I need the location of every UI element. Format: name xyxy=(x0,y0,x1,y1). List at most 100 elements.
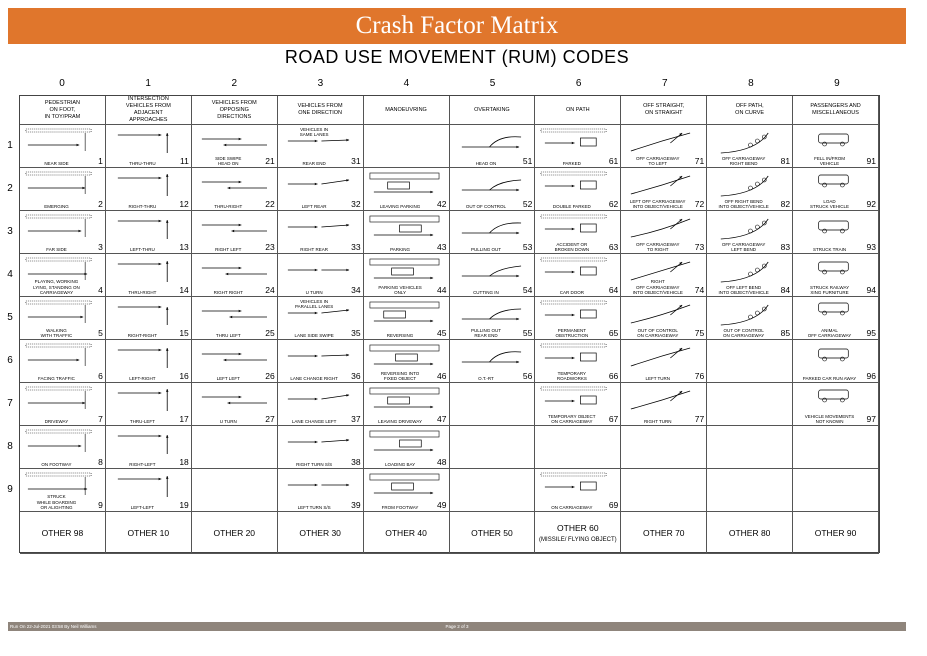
movement-caption: RIGHT-THRU xyxy=(128,203,157,209)
rum-code-number: 83 xyxy=(780,242,791,252)
rum-code-number: 27 xyxy=(265,414,275,424)
movement-diagram xyxy=(201,309,267,319)
movement-diagram xyxy=(720,132,769,154)
rum-code-cell xyxy=(793,426,879,469)
movement-diagram xyxy=(461,308,521,321)
movement-caption: U TURN xyxy=(305,289,323,295)
movement-caption: OFF CARRIAGEWAY TO RIGHT xyxy=(635,241,680,252)
column-number: 6 xyxy=(575,78,582,89)
rum-code-number: 64 xyxy=(608,285,619,295)
diagram-note: Vehicles in same lanes xyxy=(299,127,329,138)
movement-diagram xyxy=(117,133,169,153)
movement-caption: LEFT-THRU xyxy=(129,246,155,252)
rum-code-number: 15 xyxy=(179,328,189,338)
other-code-label: OTHER 70 xyxy=(642,527,685,538)
rum-code-number: 24 xyxy=(265,285,275,295)
rum-code-number: 47 xyxy=(437,414,447,424)
movement-diagram xyxy=(287,268,349,272)
movement-diagram xyxy=(287,179,349,186)
rum-code-cell xyxy=(621,469,708,512)
rum-code-number: 74 xyxy=(694,285,705,295)
rum-code-number: 85 xyxy=(780,328,791,338)
movement-caption: THRU-RIGHT xyxy=(128,289,157,295)
movement-diagram xyxy=(720,304,769,326)
movement-caption: THRU LEFT xyxy=(215,332,241,338)
rum-code-number: 11 xyxy=(179,156,189,166)
rum-code-number: 94 xyxy=(866,285,876,295)
rum-code-number: 92 xyxy=(866,199,876,209)
movement-diagram xyxy=(369,172,439,194)
rum-code-number: 4 xyxy=(98,285,103,295)
movement-caption: LEFT OFF CARRIAGEWAY INTO OBJECT/VEHICLE xyxy=(629,198,686,209)
rum-code-number: 35 xyxy=(351,328,361,338)
movement-diagram xyxy=(720,218,769,240)
movement-diagram xyxy=(117,476,169,497)
rum-code-cell xyxy=(191,426,278,469)
rum-code-number: 18 xyxy=(179,457,189,467)
rum-code-cell: CUTTING IN 54 xyxy=(449,254,536,297)
movement-caption: LOADING BAY xyxy=(384,461,416,467)
movement-diagram xyxy=(369,344,439,366)
rum-code-number: 1 xyxy=(98,156,103,166)
movement-diagram xyxy=(25,386,92,409)
movement-caption: THRU-RIGHT xyxy=(214,203,243,209)
rum-code-number: 52 xyxy=(522,199,533,209)
movement-caption: STRUCK TRAIN xyxy=(812,246,847,252)
rum-code-number: 45 xyxy=(437,328,447,338)
other-code-label: OTHER 98 xyxy=(41,527,84,538)
rum-code-number: 48 xyxy=(437,457,447,467)
rum-code-number: 54 xyxy=(522,285,533,295)
rum-code-cell: PLAYING, WORKING LYING, STANDING ON CARR… xyxy=(20,254,106,297)
movement-diagram xyxy=(201,137,267,147)
rum-code-number: 19 xyxy=(179,500,189,510)
movement-caption: REVERSING INTO FIXED OBJECT xyxy=(380,370,420,381)
movement-caption: RIGHT REAR xyxy=(300,246,328,252)
movement-diagram xyxy=(720,261,769,283)
rum-code-cell xyxy=(707,426,794,469)
movement-caption: LEFT TURN S/S xyxy=(297,504,331,510)
column-number: 7 xyxy=(661,78,668,89)
movement-diagram xyxy=(818,389,849,403)
rum-code-number: 21 xyxy=(265,156,275,166)
diagram-note: Vehicles in parallel lanes xyxy=(295,299,334,310)
rum-code-number: 61 xyxy=(608,156,619,166)
movement-caption: RIGHT OFF CARRIAGEWAY INTO OBJECT/VEHICL… xyxy=(632,279,683,295)
rum-code-cell xyxy=(363,125,450,168)
other-code-label: OTHER 30 xyxy=(299,527,341,538)
movement-diagram xyxy=(818,261,849,275)
movement-caption: CUTTING IN xyxy=(473,289,499,295)
movement-caption: PULLING OUT xyxy=(470,246,501,252)
row-number: 9 xyxy=(7,484,13,495)
movement-diagram xyxy=(117,174,169,196)
rum-code-cell xyxy=(707,340,794,383)
rum-code-number: 77 xyxy=(694,414,705,424)
rum-code-number: 73 xyxy=(694,242,705,252)
movement-diagram xyxy=(461,265,521,278)
rum-code-cell xyxy=(621,426,708,469)
rum-code-number: 12 xyxy=(179,199,189,209)
movement-diagram xyxy=(201,352,267,362)
movement-diagram xyxy=(631,218,691,238)
movement-diagram xyxy=(117,219,169,239)
rum-code-cell xyxy=(793,469,879,512)
movement-diagram xyxy=(541,472,607,491)
